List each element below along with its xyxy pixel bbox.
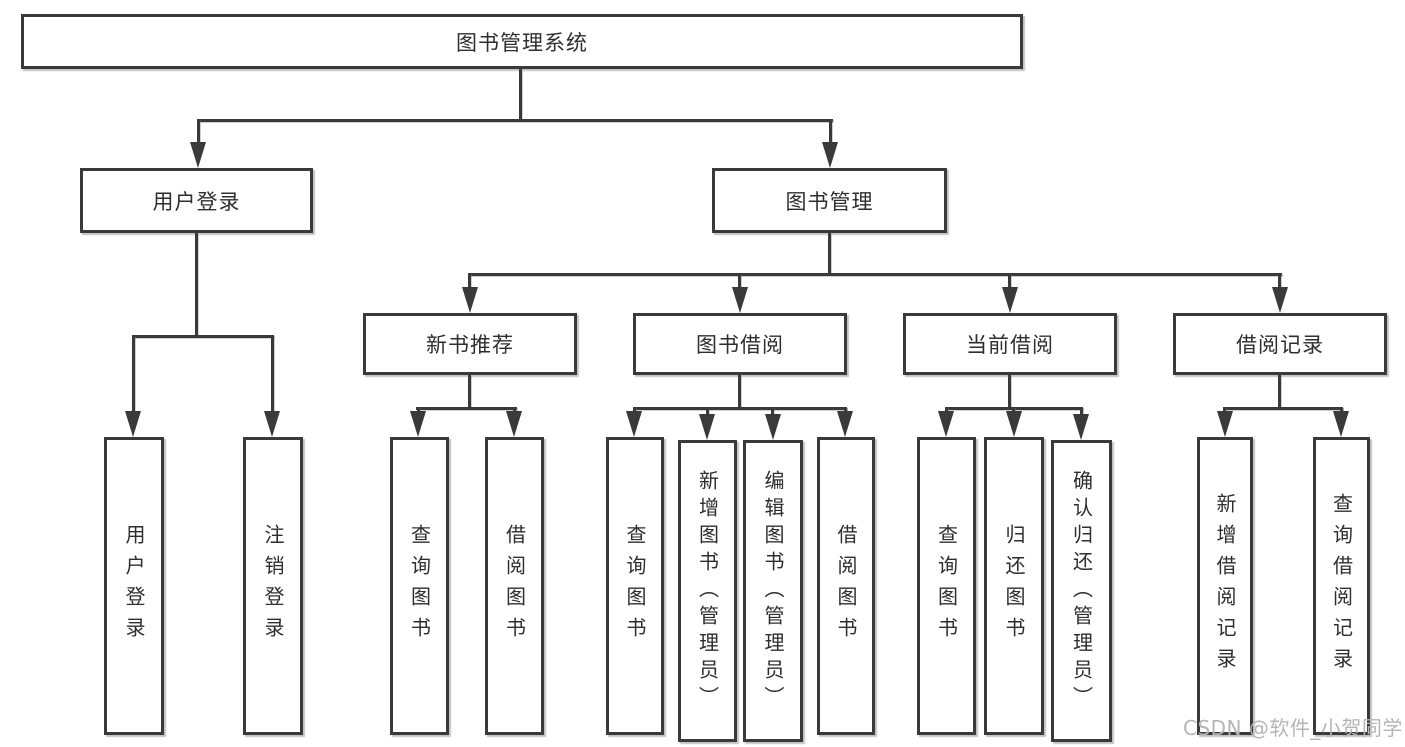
- node-book-borrowing: 图书借阅: [633, 313, 847, 375]
- leaf-query-books: 查询图书: [390, 437, 449, 735]
- connector-line: [738, 273, 741, 289]
- leaf-return-books: 归还图书: [984, 437, 1044, 735]
- connector-line: [416, 407, 517, 410]
- leaf-add-borrow-record-label: 新增借阅记录: [1213, 493, 1237, 679]
- arrowhead-down-icon: [822, 142, 838, 168]
- arrowhead-down-icon: [837, 411, 853, 437]
- arrowhead-down-icon: [626, 411, 642, 437]
- connector-line: [132, 335, 135, 411]
- node-root-library-system: 图书管理系统: [21, 14, 1023, 69]
- connector-line: [706, 407, 709, 417]
- arrowhead-down-icon: [125, 411, 141, 437]
- arrowhead-down-icon: [506, 411, 522, 437]
- connector-line: [633, 407, 847, 410]
- leaf-borrow-books: 借阅图书: [817, 437, 875, 735]
- arrowhead-down-icon: [1002, 287, 1018, 313]
- connector-line: [197, 119, 833, 122]
- arrowhead-down-icon: [1073, 414, 1089, 440]
- node-new-book-recommend: 新书推荐: [363, 313, 577, 375]
- connector-line: [468, 273, 1282, 276]
- leaf-query-books: 查询图书: [606, 437, 664, 735]
- arrowhead-down-icon: [190, 142, 206, 168]
- leaf-user-login-label: 用户登录: [122, 524, 146, 648]
- connector-line: [771, 407, 774, 417]
- connector-line: [1008, 375, 1011, 407]
- connector-line: [1278, 273, 1281, 289]
- connector-line: [829, 119, 832, 146]
- arrowhead-down-icon: [462, 287, 478, 313]
- leaf-return-books-label: 归还图书: [1002, 524, 1026, 648]
- arrowhead-down-icon: [732, 287, 748, 313]
- connector-line: [197, 119, 200, 146]
- node-current-borrowing: 当前借阅: [903, 313, 1117, 375]
- leaf-query-books-label: 查询图书: [623, 524, 647, 648]
- connector-line: [1080, 407, 1083, 417]
- leaf-add-books-admin-label: 新增图书（管理员）: [695, 469, 720, 713]
- leaf-query-books: 查询图书: [917, 437, 976, 735]
- arrowhead-down-icon: [410, 411, 426, 437]
- leaf-confirm-return-admin: 确认归还（管理员）: [1051, 440, 1112, 742]
- connector-line: [132, 335, 274, 338]
- arrowhead-down-icon: [1006, 411, 1022, 437]
- connector-line: [1278, 375, 1281, 407]
- leaf-query-borrow-record-label: 查询借阅记录: [1329, 493, 1354, 679]
- connector-line: [828, 233, 831, 273]
- connector-line: [519, 69, 522, 119]
- arrowhead-down-icon: [1217, 411, 1233, 437]
- connector-line: [195, 233, 198, 335]
- leaf-logout-label: 注销登录: [261, 524, 285, 648]
- node-borrowing-records: 借阅记录: [1173, 313, 1387, 375]
- leaf-query-books-label: 查询图书: [934, 524, 959, 648]
- connector-line: [468, 273, 471, 289]
- arrowhead-down-icon: [264, 411, 280, 437]
- node-book-management: 图书管理: [712, 168, 947, 233]
- arrowhead-down-icon: [765, 414, 781, 440]
- connector-line: [1223, 407, 1343, 410]
- leaf-add-books-admin: 新增图书（管理员）: [678, 440, 737, 742]
- leaf-logout: 注销登录: [243, 437, 303, 735]
- node-user-login: 用户登录: [80, 168, 313, 233]
- leaf-borrow-books-label: 借阅图书: [834, 524, 858, 648]
- arrowhead-down-icon: [1333, 411, 1349, 437]
- connector-line: [468, 375, 471, 407]
- leaf-confirm-return-admin-label: 确认归还（管理员）: [1069, 469, 1094, 713]
- connector-line: [1008, 273, 1011, 289]
- leaf-query-borrow-record: 查询借阅记录: [1313, 437, 1370, 735]
- arrowhead-down-icon: [1272, 287, 1288, 313]
- leaf-edit-books-admin: 编辑图书（管理员）: [743, 440, 803, 742]
- leaf-user-login: 用户登录: [104, 437, 164, 735]
- csdn-watermark: CSDN @软件_小贺同学: [1183, 716, 1403, 740]
- arrowhead-down-icon: [938, 411, 954, 437]
- connector-line: [271, 335, 274, 411]
- leaf-add-borrow-record: 新增借阅记录: [1197, 437, 1253, 735]
- arrowhead-down-icon: [699, 414, 715, 440]
- leaf-borrow-books: 借阅图书: [485, 437, 544, 735]
- connector-line: [738, 375, 741, 407]
- leaf-edit-books-admin-label: 编辑图书（管理员）: [761, 469, 785, 713]
- leaf-query-books-label: 查询图书: [407, 524, 432, 648]
- leaf-borrow-books-label: 借阅图书: [502, 524, 527, 648]
